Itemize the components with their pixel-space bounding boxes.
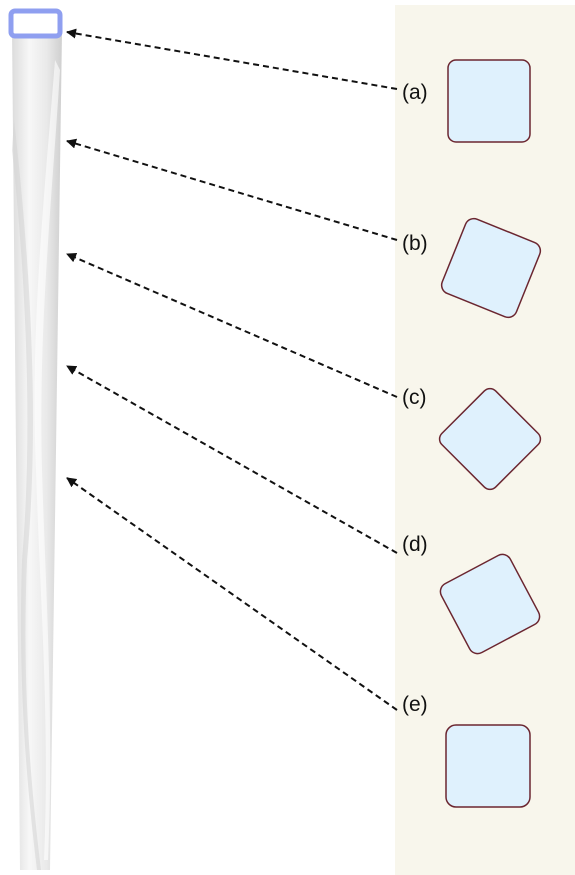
column-twist-shading bbox=[12, 120, 41, 870]
label-e: (e) bbox=[402, 693, 428, 716]
column-twist-highlight bbox=[34, 60, 60, 860]
cross-section-a bbox=[447, 59, 531, 143]
cross-section-d-shape bbox=[439, 553, 541, 655]
column-top-section bbox=[8, 8, 63, 39]
label-c: (c) bbox=[402, 386, 427, 409]
label-b: (b) bbox=[402, 232, 428, 255]
arrow-c bbox=[66, 252, 398, 398]
cross-section-c-shape bbox=[438, 387, 542, 491]
twisted-column bbox=[8, 8, 63, 870]
cross-section-b-shape bbox=[440, 217, 542, 319]
label-d: (d) bbox=[402, 533, 428, 556]
cross-section-a-shape bbox=[447, 59, 531, 143]
arrow-e bbox=[66, 477, 398, 711]
arrow-d bbox=[66, 365, 398, 554]
label-a: (a) bbox=[402, 81, 428, 104]
cross-section-e bbox=[445, 724, 531, 808]
cross-section-b bbox=[440, 217, 542, 319]
cross-section-e-shape bbox=[445, 724, 531, 808]
cross-section-d bbox=[439, 553, 541, 655]
cross-section-c bbox=[438, 387, 542, 491]
arrow-a bbox=[66, 28, 398, 90]
arrow-b bbox=[66, 138, 398, 241]
arrows bbox=[66, 28, 398, 711]
